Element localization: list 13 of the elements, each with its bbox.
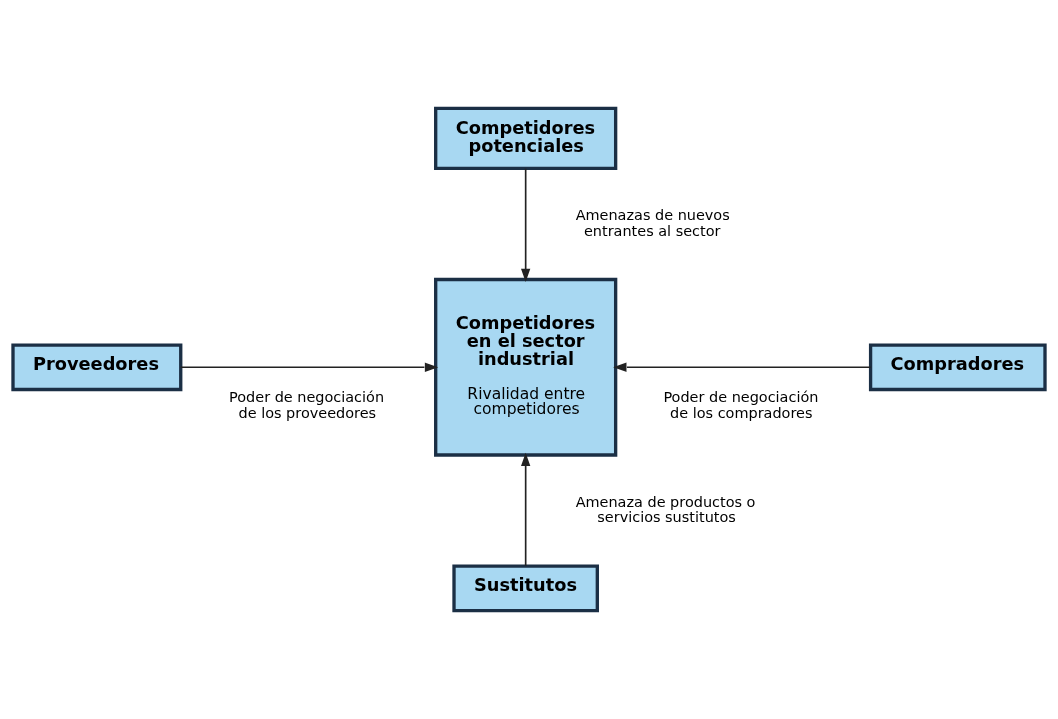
node-box: Competidores en el sector industrial Rivalidad entre competidores	[434, 277, 618, 457]
node-box: Proveedores	[11, 343, 183, 392]
node-box: Compradores	[868, 343, 1047, 392]
edge-label: Poder de negociación de los compradores	[663, 389, 819, 421]
arrow	[179, 362, 439, 372]
arrow	[521, 452, 531, 567]
edge-label: Amenazas de nuevos entrantes al sector	[575, 206, 730, 239]
edge-label: Amenaza de productos o servicios sustitutos	[575, 493, 756, 526]
arrow	[613, 362, 872, 372]
edge-label: Poder de negociación de los proveedores	[229, 389, 385, 421]
node-box: Sustitutos	[452, 564, 599, 613]
arrow	[521, 167, 531, 282]
node-box: Competidores potenciales	[434, 106, 618, 171]
